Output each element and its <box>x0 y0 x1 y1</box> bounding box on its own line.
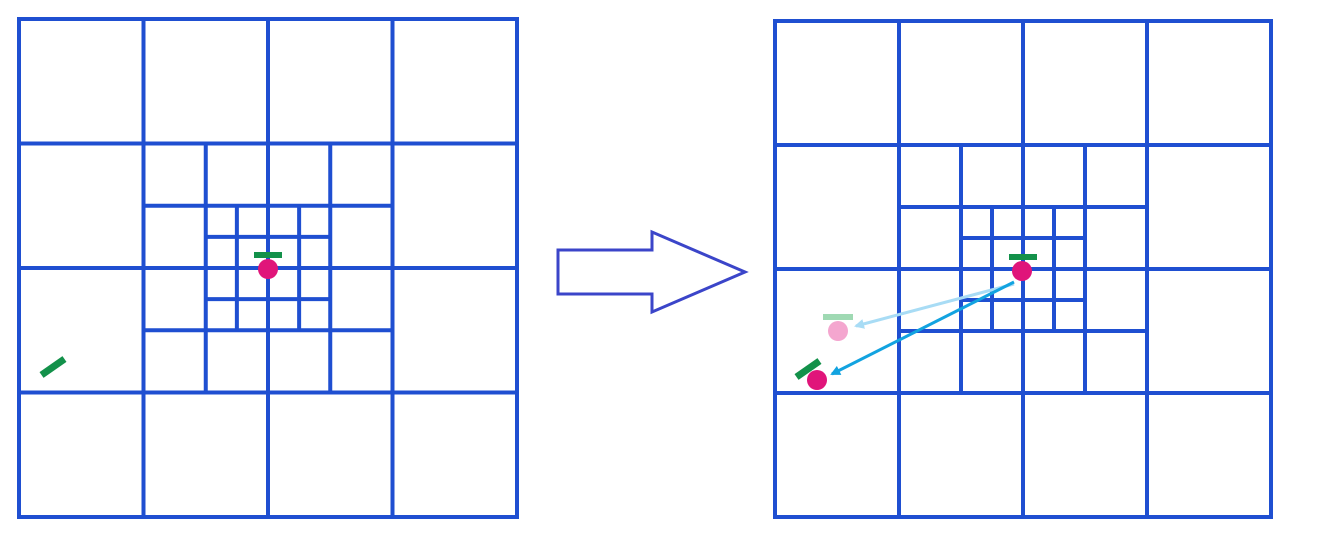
marker-diagonal <box>794 358 822 380</box>
vector-ghost <box>854 282 1015 329</box>
hollow-right-arrow-icon <box>556 229 749 315</box>
marker-horizontal <box>1009 254 1037 260</box>
vector-solid <box>830 280 1015 376</box>
marker-diagonal <box>39 356 67 378</box>
particle-origin <box>1012 261 1032 281</box>
panel-after-grid <box>773 19 1273 519</box>
particle-moved <box>807 370 827 390</box>
panel-before-grid <box>17 17 519 519</box>
particle-ghost <box>828 321 848 341</box>
marker-horizontal <box>254 252 282 258</box>
particle-current <box>258 259 278 279</box>
marker-ghost <box>823 314 853 320</box>
